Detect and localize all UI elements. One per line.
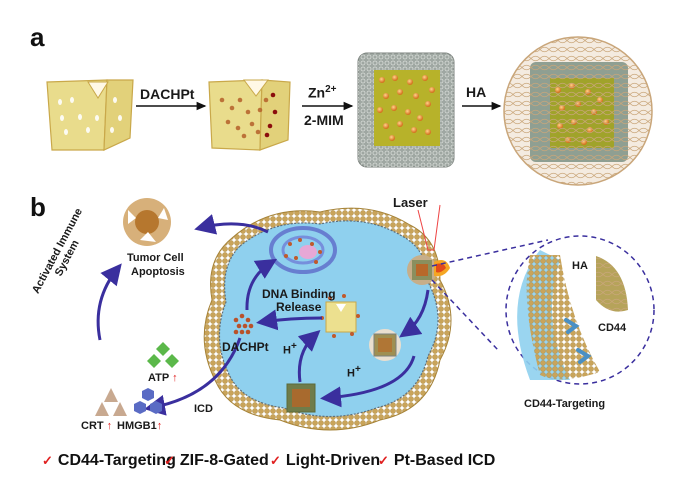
up-arrow-icon: ↑ bbox=[156, 420, 163, 432]
crt-icons bbox=[95, 388, 127, 416]
ha-wrapped-nanoparticle bbox=[503, 36, 653, 186]
up-arrow-icon: ↑ bbox=[172, 372, 178, 384]
label-crt: CRT ↑ bbox=[81, 420, 112, 432]
arrow-h-plus-2 bbox=[320, 355, 416, 408]
label-ha-step: HA bbox=[466, 84, 487, 100]
released-cage bbox=[320, 294, 360, 338]
arrow-to-apoptosis bbox=[194, 214, 269, 235]
feature-label: ZIF-8-Gated bbox=[179, 452, 269, 469]
panel-b-letter: b bbox=[30, 192, 46, 222]
label-plus: + bbox=[290, 341, 297, 352]
panel-a-letter: a bbox=[30, 22, 45, 52]
label-h-plus-2: H+ bbox=[347, 364, 361, 380]
arrow-endocytosis bbox=[399, 289, 430, 338]
cage-zif8-coated bbox=[357, 52, 455, 168]
arrow-immune bbox=[96, 263, 122, 341]
membrane-nanoparticle bbox=[407, 255, 450, 285]
label-ha-inset: HA bbox=[572, 260, 588, 272]
label-laser: Laser bbox=[393, 195, 428, 210]
label-cd44-targeting: CD44-Targeting bbox=[524, 398, 606, 410]
label-atp: ATP ↑ bbox=[148, 372, 178, 384]
feature-label: Pt-Based ICD bbox=[393, 452, 496, 469]
label-2mim: 2-MIM bbox=[304, 112, 344, 128]
arrow-dna-binding bbox=[245, 258, 278, 311]
feature-light-driven: ✓ Light-Driven bbox=[270, 452, 380, 470]
label-h-plus-1: H+ bbox=[283, 341, 297, 357]
check-icon: ✓ bbox=[378, 453, 389, 468]
label-zn2plus: Zn2+ bbox=[308, 84, 337, 101]
label-release: Release bbox=[276, 300, 322, 314]
label-dachpt-step: DACHPt bbox=[140, 86, 195, 102]
label-h: H bbox=[347, 367, 355, 380]
arrow-icd bbox=[144, 337, 242, 416]
label-apoptosis: Apoptosis bbox=[131, 266, 185, 278]
feature-zif8-gated: ✓ ZIF-8-Gated bbox=[164, 452, 269, 470]
arrow-release bbox=[256, 309, 323, 331]
cage-hollow bbox=[46, 79, 134, 151]
label-icd: ICD bbox=[194, 403, 213, 415]
label-tumor-cell: Tumor Cell bbox=[127, 252, 184, 264]
pathway-arrows bbox=[96, 214, 430, 416]
check-icon: ✓ bbox=[164, 453, 175, 468]
feature-pt-based-icd: ✓ Pt-Based ICD bbox=[378, 452, 495, 470]
arrow-h-plus-1 bbox=[297, 329, 321, 383]
label-cd44: CD44 bbox=[598, 322, 627, 334]
cage-drug-loaded bbox=[208, 79, 291, 151]
feature-label: CD44-Targeting bbox=[57, 452, 176, 469]
label-atp-text: ATP bbox=[148, 372, 169, 384]
up-arrow-icon: ↑ bbox=[106, 420, 113, 432]
label-dna-binding: DNA Binding bbox=[262, 287, 336, 301]
label-zn: Zn bbox=[308, 84, 326, 101]
label-hmgb1-text: HMGB1 bbox=[117, 420, 157, 432]
dachpt-cluster bbox=[233, 313, 254, 335]
label-dachpt-cell: DACHPt bbox=[222, 340, 269, 354]
nucleus bbox=[269, 226, 337, 274]
label-plus: + bbox=[354, 364, 361, 375]
label-crt-text: CRT bbox=[81, 420, 104, 432]
label-hmgb1: HMGB1↑ bbox=[117, 420, 162, 432]
feature-cd44-targeting: ✓CD44-Targeting bbox=[42, 452, 176, 470]
endocytosed-nanoparticle bbox=[369, 329, 401, 361]
hmgb1-icons bbox=[134, 388, 162, 414]
degrading-nanoparticle bbox=[286, 383, 316, 413]
apoptotic-cell-icon bbox=[123, 198, 171, 246]
label-h: H bbox=[283, 344, 291, 357]
feature-label: Light-Driven bbox=[285, 452, 381, 469]
check-icon: ✓ bbox=[42, 453, 53, 468]
check-icon: ✓ bbox=[270, 453, 281, 468]
cd44-zoom-inset bbox=[431, 235, 655, 385]
label-zn-charge: 2+ bbox=[325, 84, 337, 95]
atp-icons bbox=[147, 342, 179, 368]
laser-beam bbox=[417, 204, 441, 251]
